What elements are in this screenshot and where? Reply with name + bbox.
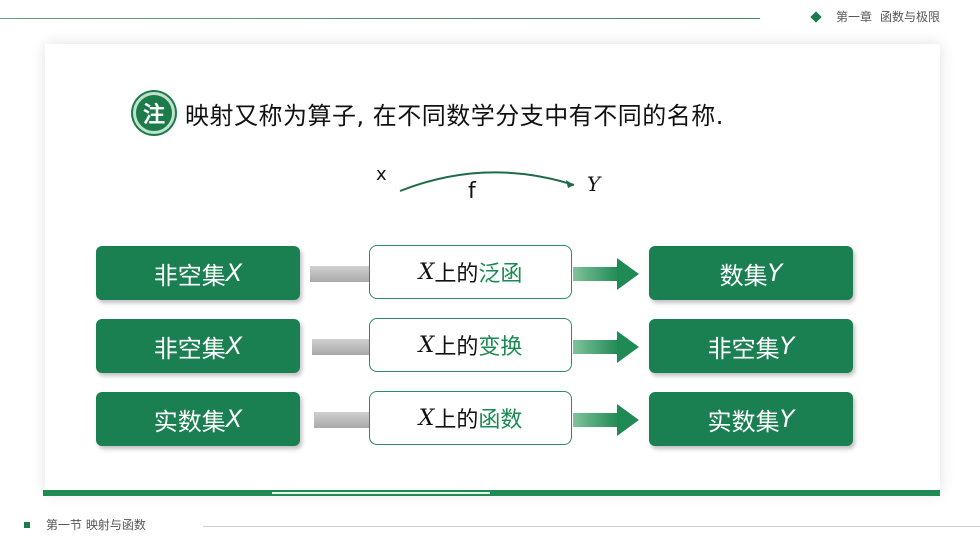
note-line: 注 映射又称为算子, 在不同数学分支中有不同的名称. bbox=[133, 92, 724, 134]
row-1-name-mid: 上的 bbox=[434, 262, 479, 287]
note-text: 映射又称为算子, 在不同数学分支中有不同的名称. bbox=[185, 101, 724, 130]
row-1-connector-bar bbox=[310, 266, 370, 282]
row-1-domain-var: X bbox=[225, 259, 243, 287]
row-2-name-keyword: 变换 bbox=[478, 335, 523, 360]
row-1-codomain-var: Y bbox=[767, 259, 783, 287]
row-2-domain-var: X bbox=[225, 332, 243, 360]
diamond-icon bbox=[810, 10, 822, 23]
row-3-name-mid: 上的 bbox=[434, 408, 479, 433]
mapping-arrow-icon bbox=[399, 171, 575, 192]
row-3-name-keyword: 函数 bbox=[478, 408, 523, 433]
card-bottom-bar bbox=[43, 490, 940, 496]
card-bottom-highlight bbox=[272, 492, 490, 494]
row-3-domain-var: X bbox=[225, 405, 243, 433]
chapter-number: 第一章 bbox=[835, 10, 872, 24]
bottom-divider-line bbox=[203, 526, 980, 527]
row-3-domain-prefix: 实数集 bbox=[153, 407, 226, 436]
row-3-name-var: X bbox=[418, 405, 435, 431]
row-2-arrow-icon bbox=[573, 331, 639, 363]
mapping-domain: x bbox=[376, 164, 387, 185]
chapter-title: 函数与极限 bbox=[879, 10, 940, 24]
row-1-name-keyword: 泛函 bbox=[478, 262, 523, 287]
row-3-connector-bar bbox=[314, 412, 374, 428]
top-divider-line bbox=[0, 18, 760, 19]
row-2-domain-prefix: 非空集 bbox=[153, 334, 226, 363]
row-2-codomain-var: Y bbox=[779, 332, 795, 360]
row-1-arrow-icon bbox=[573, 258, 639, 290]
row-1-domain-prefix: 非空集 bbox=[153, 261, 226, 290]
row-3-arrow-icon bbox=[573, 404, 639, 436]
mapping-label: f bbox=[468, 179, 476, 204]
row-2-name-mid: 上的 bbox=[434, 335, 479, 360]
row-3-codomain-prefix: 实数集 bbox=[707, 407, 780, 436]
row-2-connector-bar bbox=[312, 339, 372, 355]
row-2-codomain-prefix: 非空集 bbox=[707, 334, 780, 363]
row-3-codomain-var: Y bbox=[779, 405, 795, 433]
section-title: 映射与函数 bbox=[85, 518, 146, 532]
row-1-name-var: X bbox=[418, 259, 435, 285]
row-1-codomain-prefix: 数集 bbox=[719, 261, 768, 290]
section-footer: 第一节 映射与函数 bbox=[46, 516, 146, 533]
row-2-name-var: X bbox=[418, 332, 435, 358]
chapter-header: 第一章 函数与极限 bbox=[810, 8, 940, 25]
mapping-codomain: Y bbox=[587, 172, 601, 196]
section-number: 第一节 bbox=[46, 518, 83, 532]
note-badge-icon: 注 bbox=[133, 92, 175, 134]
square-bullet-icon bbox=[24, 522, 30, 528]
